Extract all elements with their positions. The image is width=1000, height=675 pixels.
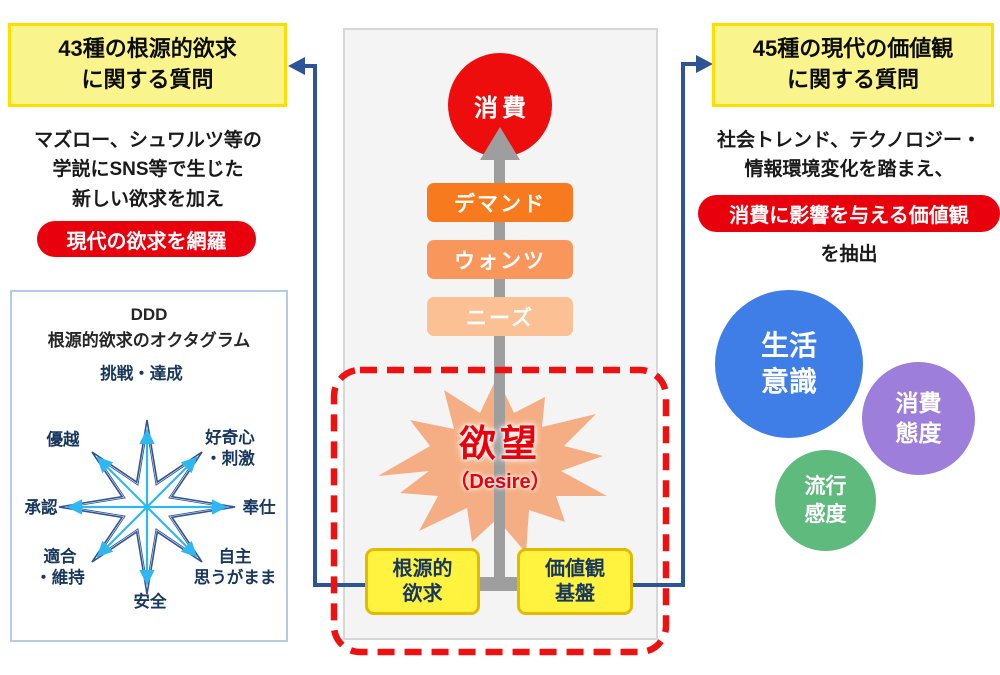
circle-consumption-attitude: 消費 態度 bbox=[862, 362, 975, 475]
circle-life-awareness: 生活 意識 bbox=[715, 290, 863, 438]
octagram-label-service: 奉仕 bbox=[242, 499, 276, 517]
octagram-label-challenge: 挑戦・達成 bbox=[100, 365, 183, 383]
flow-arrow-shaft bbox=[494, 140, 505, 588]
level-demand-label: デマンド bbox=[454, 192, 546, 216]
desire-label-group: 欲望 （Desire） bbox=[400, 423, 600, 494]
left-description: マズロー、シュワルツ等の 学説にSNS等で生じた 新しい欲求を加え bbox=[34, 130, 262, 210]
right-description: 社会トレンド、テクノロジー・ 情報環境変化を踏まえ、 bbox=[716, 130, 982, 181]
octagram-panel: DDD 根源的欲求のオクタグラム 挑戦・達成 好奇心 ・刺激 奉仕 bbox=[10, 290, 288, 642]
octagram-label-safety: 安全 bbox=[133, 593, 167, 611]
consumption-label: 消費 bbox=[474, 94, 530, 122]
circle-trend-sensitivity: 流行 感度 bbox=[775, 450, 876, 551]
left-connector-line bbox=[302, 64, 370, 587]
octagram-label-autonomy: 自主 思うがまま bbox=[193, 548, 277, 588]
octagram-label-conformity: 適合 ・維持 bbox=[35, 548, 85, 588]
level-box-needs: ニーズ bbox=[427, 297, 573, 336]
level-box-demand: デマンド bbox=[427, 183, 573, 222]
right-highlight-badge: 消費に影響を与える価値観 bbox=[698, 195, 1000, 232]
right-badge-suffix: を抽出 bbox=[820, 244, 878, 265]
base-box-value-foundation: 価値観 基盤 bbox=[517, 548, 633, 615]
octagram-title: DDD 根源的欲求のオクタグラム bbox=[47, 305, 251, 350]
base-box-fundamental-desires: 根源的 欲求 bbox=[365, 548, 480, 615]
left-highlight-badge: 現代の欲求を網羅 bbox=[37, 221, 256, 257]
desire-sublabel: （Desire） bbox=[449, 470, 551, 493]
level-needs-label: ニーズ bbox=[466, 306, 534, 330]
level-wants-label: ウォンツ bbox=[454, 249, 546, 273]
left-question-box: 43種の根源的欲求 に関する質問 bbox=[8, 23, 287, 107]
right-arrowhead-icon bbox=[696, 55, 713, 73]
octagram-label-approval: 承認 bbox=[24, 499, 58, 517]
octagram-label-superiority: 優越 bbox=[46, 431, 80, 449]
right-connector-line bbox=[630, 62, 698, 587]
octagram-axis-arrows bbox=[66, 428, 228, 586]
octagram-label-curiosity: 好奇心 ・刺激 bbox=[205, 429, 255, 469]
desire-label: 欲望 bbox=[459, 423, 541, 464]
flow-arrow-head-icon bbox=[480, 127, 520, 160]
level-box-wants: ウォンツ bbox=[427, 240, 573, 279]
right-question-box: 45種の現代の価値観 に関する質問 bbox=[712, 23, 994, 107]
left-arrowhead-icon bbox=[288, 57, 305, 75]
octagram-star-chart bbox=[58, 419, 236, 595]
